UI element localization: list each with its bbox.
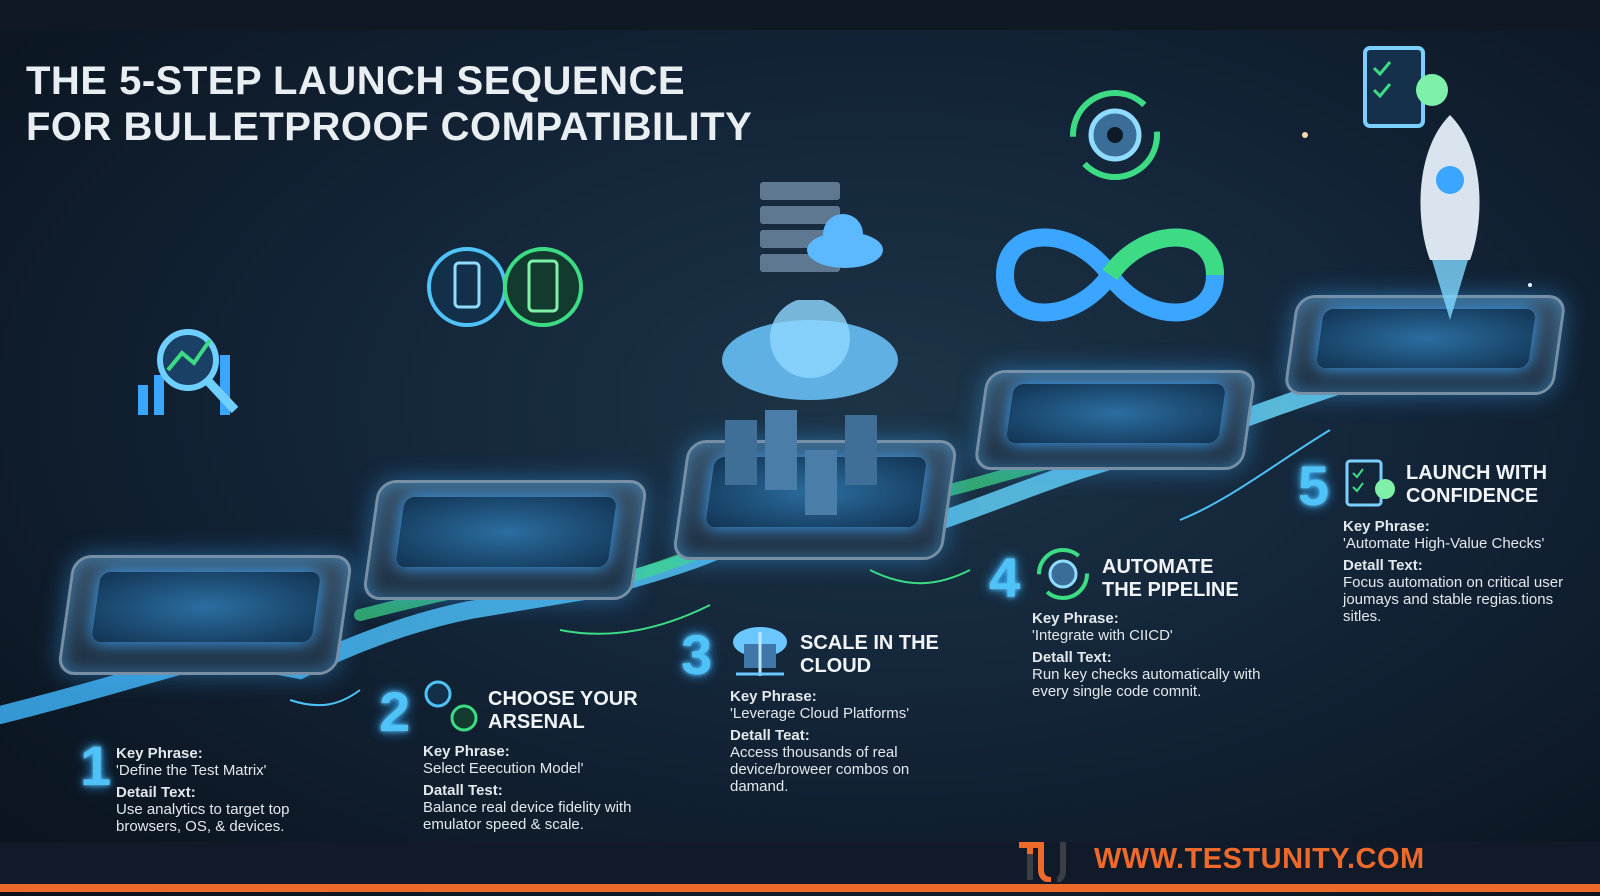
step-2-heading: CHOOSE YOUR ARSENAL <box>488 688 638 733</box>
step-3-heading: SCALE IN THE CLOUD <box>800 632 939 677</box>
step-3-text: Key Phrase: 'Leverage Cloud Platforms' D… <box>730 688 940 800</box>
key-phrase-value: 'Integrate with CIICD' <box>1032 627 1173 644</box>
platform-step-1 <box>56 555 354 675</box>
cloud-server-icon <box>733 627 787 676</box>
step-5-number: 5 <box>1298 454 1330 517</box>
key-phrase-label: Key Phrase: <box>116 745 203 762</box>
arrow-2-3 <box>559 604 711 635</box>
detail-value: Balance real device fidelity with emulat… <box>423 799 632 833</box>
step-2-text: Key Phrase: Select Eeecution Model' Data… <box>423 743 653 838</box>
analytics-magnifier-icon <box>138 329 239 415</box>
key-phrase-label: Key Phrase: <box>1343 518 1430 535</box>
step-1-text: Key Phrase: 'Define the Test Matrix' Det… <box>116 745 336 840</box>
title-line-2: FOR BULLETPROOF COMPATIBILITY <box>26 105 753 149</box>
detail-label: Datall Test: <box>423 782 503 799</box>
step-2-number: 2 <box>379 680 411 743</box>
key-phrase-value: 'Define the Test Matrix' <box>116 762 267 779</box>
step-4-number: 4 <box>989 546 1021 609</box>
platform-step-2 <box>361 480 649 600</box>
server-cloud-icon <box>760 182 883 272</box>
detail-value: Access thousands of real device/broweer … <box>730 744 910 795</box>
arrow-4-5 <box>1179 429 1331 521</box>
platform-step-4 <box>972 370 1258 470</box>
execution-model-icon <box>424 680 478 732</box>
key-phrase-value: 'Automate High-Value Checks' <box>1343 535 1545 552</box>
star <box>1302 132 1308 138</box>
device-swap-icon <box>427 247 583 327</box>
detail-label: Detail Text: <box>116 784 196 801</box>
key-phrase-label: Key Phrase: <box>1032 610 1119 627</box>
step-3-number: 3 <box>681 623 713 686</box>
orange-accent-line <box>0 884 1600 892</box>
key-phrase-value: Select Eeecution Model' <box>423 760 584 777</box>
step-4-heading: AUTOMATE THE PIPELINE <box>1102 556 1239 601</box>
detail-value: Focus automation on critical user joumay… <box>1343 574 1564 625</box>
detail-label: Detall Text: <box>1032 649 1112 666</box>
testunity-logo <box>1019 842 1066 882</box>
star <box>1528 283 1532 287</box>
top-band <box>0 0 1600 30</box>
detail-value: Run key checks automatically with every … <box>1032 666 1261 700</box>
key-phrase-label: Key Phrase: <box>730 688 817 705</box>
step-4-text: Key Phrase: 'Integrate with CIICD' Detal… <box>1032 610 1272 705</box>
website-link[interactable]: WWW.TESTUNITY.COM <box>1094 843 1425 875</box>
key-phrase-label: Key Phrase: <box>423 743 510 760</box>
gear-cycle-icon <box>1037 548 1089 600</box>
arrow-3-4 <box>869 569 971 585</box>
title-line-1: THE 5-STEP LAUNCH SEQUENCE <box>26 59 686 103</box>
step-1-number: 1 <box>80 734 112 797</box>
step-5-text: Key Phrase: 'Automate High-Value Checks'… <box>1343 518 1583 630</box>
clipboard-bulb-icon <box>1363 46 1448 128</box>
detail-label: Detall Teat: <box>730 727 810 744</box>
footer-bar <box>0 842 1600 884</box>
key-phrase-value: 'Leverage Cloud Platforms' <box>730 705 910 722</box>
cloud-datacenter-icon <box>722 300 898 515</box>
detail-label: Detall Text: <box>1343 557 1423 574</box>
infinity-loop-icon <box>995 228 1225 322</box>
detail-value: Use analytics to target top browsers, OS… <box>116 801 290 835</box>
rocket-icon <box>1420 115 1480 320</box>
step-5-heading: LAUNCH WITH CONFIDENCE <box>1406 462 1548 507</box>
checklist-bulb-icon <box>1345 459 1395 507</box>
arrow-1-2 <box>289 689 361 707</box>
ci-cd-gear-icon <box>1070 90 1160 180</box>
